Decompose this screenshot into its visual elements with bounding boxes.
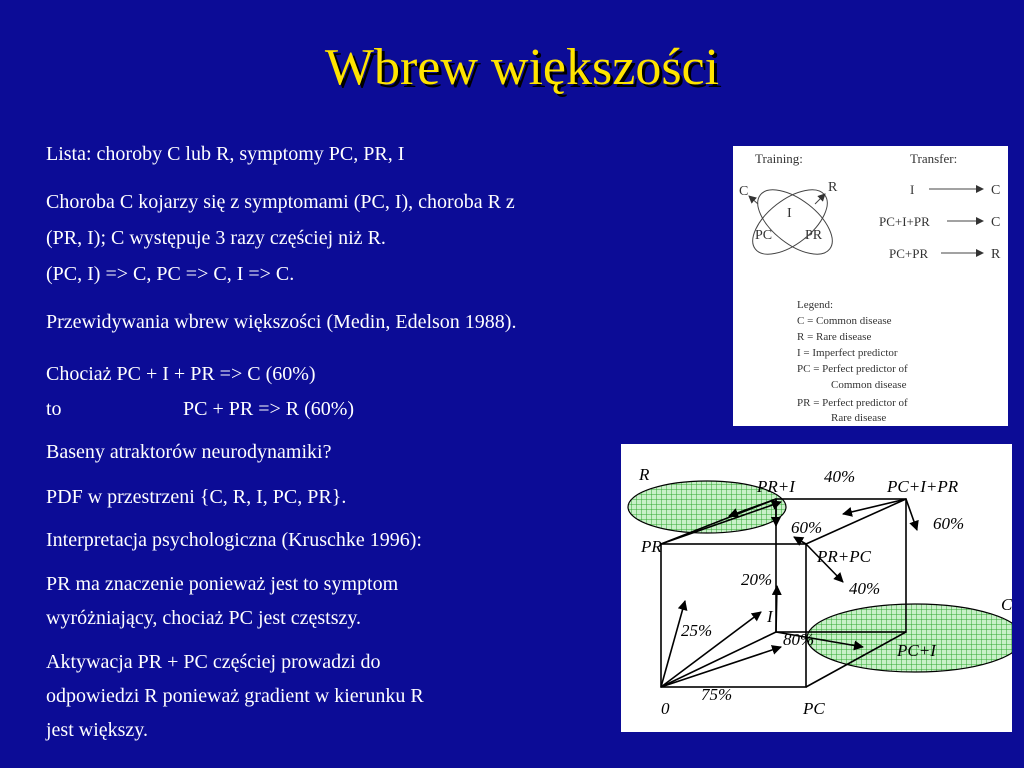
label-origin: 0 xyxy=(661,699,670,718)
arrow-to-c xyxy=(748,195,759,205)
basin-c xyxy=(806,603,1012,673)
label-20: 20% xyxy=(741,570,772,589)
label-t1-in: I xyxy=(910,182,914,197)
ellipse-rare xyxy=(757,189,833,255)
text-attractor-basins: Baseny atraktorów neurodynamiki? xyxy=(46,441,332,463)
legend-r: R = Rare disease xyxy=(797,331,871,343)
label-80: 80% xyxy=(783,630,814,649)
arrow-0-to-pr xyxy=(660,600,688,688)
slide-title: Wbrew większości xyxy=(324,39,720,96)
basin-r xyxy=(627,480,787,534)
label-train-i: I xyxy=(787,206,792,221)
label-40a: 40% xyxy=(824,467,855,486)
label-60b: 60% xyxy=(933,514,964,533)
label-train-r: R xyxy=(828,180,838,195)
label-t3-in: PC+PR xyxy=(889,246,928,261)
label-c: C xyxy=(1001,595,1012,614)
arrow-pr-to-r xyxy=(660,500,782,545)
legend-i: I = Imperfect predictor xyxy=(797,347,898,359)
label-training: Training: xyxy=(755,151,803,166)
arrow-i-to-c xyxy=(775,631,864,651)
text-association-2: (PR, I); C występuje 3 razy częściej niż… xyxy=(46,227,386,249)
text-although-2b: PC + PR => R (60%) xyxy=(183,398,355,420)
text-although-1: Chociaż PC + I + PR => C (60%) xyxy=(46,363,316,385)
training-transfer-diagram: Training: Transfer: C R I PC PR I C PC+I… xyxy=(733,146,1008,426)
label-t2-in: PC+I+PR xyxy=(879,214,930,229)
text-although-2a: to xyxy=(46,398,62,420)
label-i: I xyxy=(766,607,774,626)
label-25: 25% xyxy=(681,621,712,640)
label-transfer: Transfer: xyxy=(910,151,957,166)
arrow-0-to-i xyxy=(660,611,762,688)
label-40b: 40% xyxy=(849,579,880,598)
text-predictions: Przewidywania wbrew większości (Medin, E… xyxy=(46,311,517,333)
text-activation-1: Aktywacja PR + PC częściej prowadzi do xyxy=(46,651,381,673)
text-pdf-space: PDF w przestrzeni {C, R, I, PC, PR}. xyxy=(46,486,347,508)
legend-c: C = Common disease xyxy=(797,315,892,327)
label-t3-out: R xyxy=(991,247,1001,262)
legend-pc-cont: Common disease xyxy=(831,379,907,391)
label-75: 75% xyxy=(701,685,732,704)
label-r: R xyxy=(638,465,650,484)
label-pr-i: PR+I xyxy=(756,477,796,496)
text-association-3: (PC, I) => C, PC => C, I => C. xyxy=(46,263,295,285)
label-t1-out: C xyxy=(991,183,1000,198)
label-train-pc: PC xyxy=(755,228,772,243)
attractor-cube-diagram: R PR+I 40% PC+I+PR 60% 60% PR PR+PC 20% … xyxy=(621,444,1012,732)
label-pc: PC xyxy=(802,699,825,718)
arrow-prpc-to-r xyxy=(793,536,807,546)
label-pc-i: PC+I xyxy=(896,641,937,660)
text-pr-meaning-2: wyróżniający, chociaż PC jest częstszy. xyxy=(46,607,362,629)
label-60a: 60% xyxy=(791,518,822,537)
label-pr: PR xyxy=(640,537,662,556)
text-association-1: Choroba C kojarzy się z symptomami (PC, … xyxy=(46,191,515,213)
arrow-to-r xyxy=(814,193,826,205)
arrow-pcipr-to-pri xyxy=(842,498,907,517)
legend-title: Legend: xyxy=(797,299,833,311)
text-interpretation: Interpretacja psychologiczna (Kruschke 1… xyxy=(46,529,422,551)
legend-pr-cont: Rare disease xyxy=(831,412,886,424)
arrow-pri-to-r xyxy=(728,498,777,518)
text-pr-meaning-1: PR ma znaczenie ponieważ jest to symptom xyxy=(46,573,399,595)
label-pc-i-pr: PC+I+PR xyxy=(886,477,959,496)
arrow-i-up xyxy=(771,585,782,633)
text-activation-3: jest większy. xyxy=(46,719,149,741)
label-train-pr: PR xyxy=(805,228,823,243)
label-train-c: C xyxy=(739,184,748,199)
legend-pr: PR = Perfect predictor of xyxy=(797,397,908,409)
label-pr-pc: PR+PC xyxy=(816,547,872,566)
arrow-pcipr-to-c xyxy=(905,498,919,531)
arrow-0-to-pc xyxy=(660,645,782,688)
arrow-prpc-to-c xyxy=(805,543,844,583)
legend-pc: PC = Perfect predictor of xyxy=(797,363,908,375)
label-t2-out: C xyxy=(991,215,1000,230)
text-activation-2: odpowiedzi R ponieważ gradient w kierunk… xyxy=(46,685,424,707)
text-symptom-list: Lista: choroby C lub R, symptomy PC, PR,… xyxy=(46,143,405,165)
